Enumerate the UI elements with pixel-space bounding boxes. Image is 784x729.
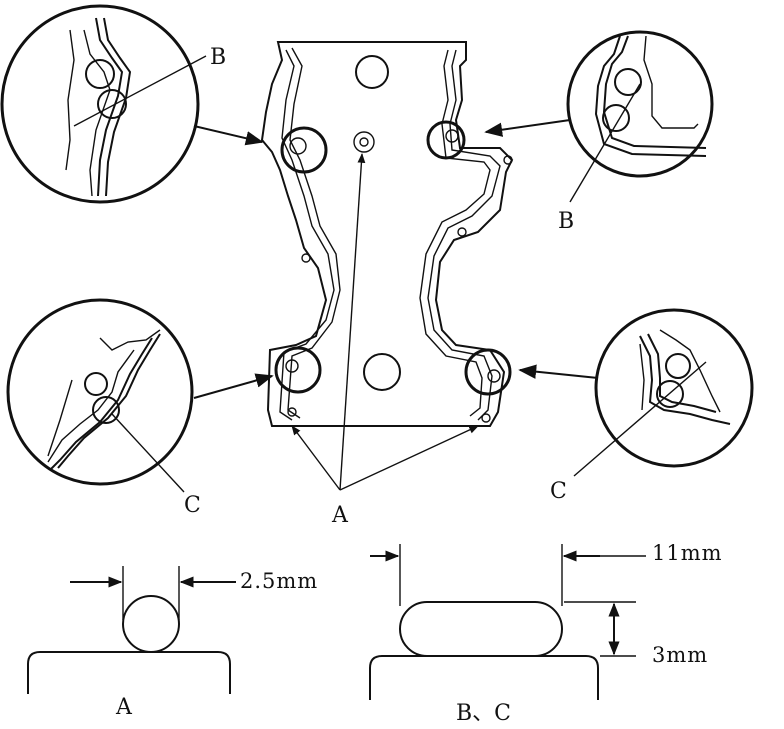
callout-label: C	[550, 479, 567, 504]
section-a: 2.5mm A	[27, 566, 318, 720]
section-bc: 11mm 3mm B、C	[369, 541, 723, 726]
dimension-height: 3mm	[652, 643, 708, 667]
callout-label: C	[184, 493, 201, 518]
section-caption: B、C	[456, 701, 511, 726]
dimension-width: 11mm	[652, 541, 723, 565]
detail-bottom-left: C	[6, 298, 274, 518]
callout-label: A	[331, 503, 349, 528]
section-caption: A	[115, 695, 133, 720]
detail-top-left: B	[0, 4, 264, 204]
callout-label: B	[558, 209, 574, 234]
callout-a: A	[291, 153, 479, 528]
detail-bottom-right: C	[518, 308, 754, 504]
dimension-width: 2.5mm	[240, 569, 318, 593]
detail-top-right: B	[484, 30, 714, 234]
timing-cover	[260, 41, 514, 427]
callout-label: B	[210, 45, 226, 70]
